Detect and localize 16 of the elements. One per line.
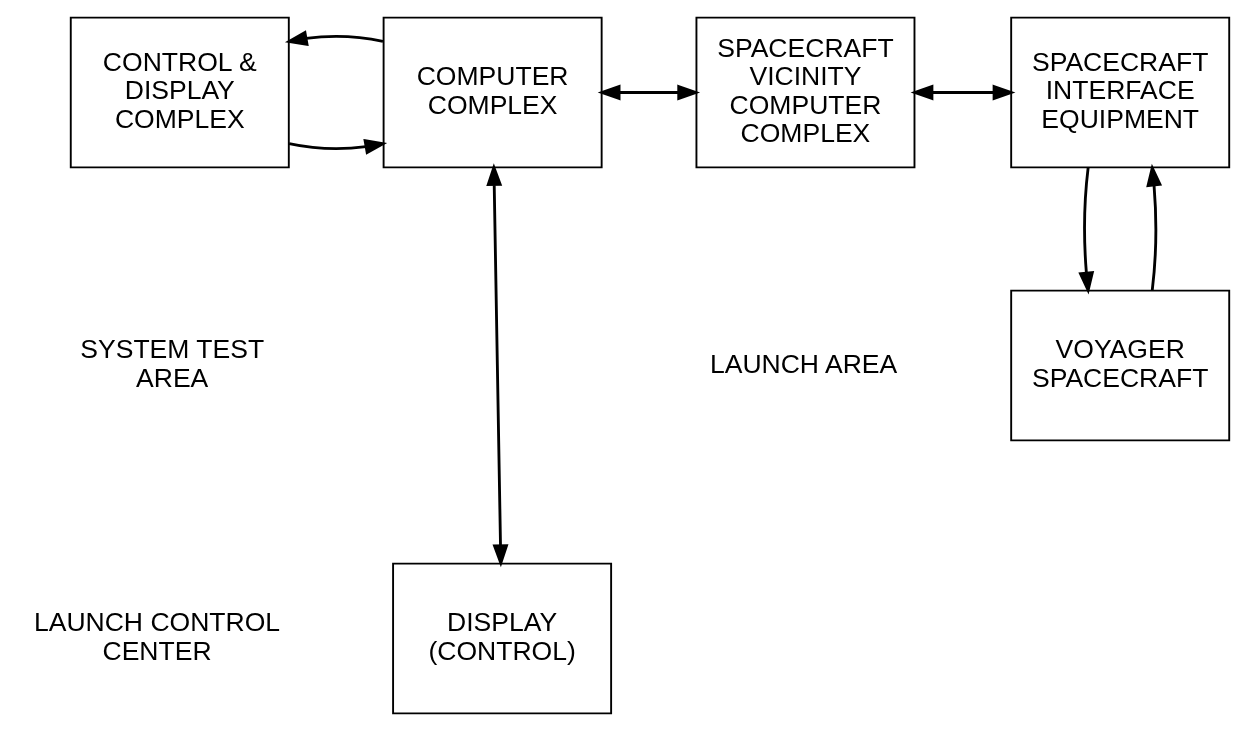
arrow xyxy=(597,84,701,101)
arrow xyxy=(284,30,384,47)
node-box: COMPUTER COMPLEX xyxy=(382,16,603,169)
arrow xyxy=(486,163,509,568)
arrow xyxy=(1146,163,1163,291)
node-box: SPACECRAFT INTERFACE EQUIPMENT xyxy=(1010,16,1231,169)
label: LAUNCH AREA xyxy=(709,348,898,379)
arrow xyxy=(288,139,388,155)
node-box: SPACECRAFT VICINITY COMPUTER COMPLEX xyxy=(695,16,916,169)
label: LAUNCH CONTROL CENTER xyxy=(33,607,281,666)
arrow xyxy=(910,84,1016,101)
node-box: DISPLAY (CONTROL) xyxy=(392,562,613,715)
node-box: CONTROL & DISPLAY COMPLEX xyxy=(69,16,290,169)
arrow xyxy=(1078,167,1095,295)
node-box: VOYAGER SPACECRAFT xyxy=(1010,289,1231,442)
label: SYSTEM TEST AREA xyxy=(80,334,265,393)
